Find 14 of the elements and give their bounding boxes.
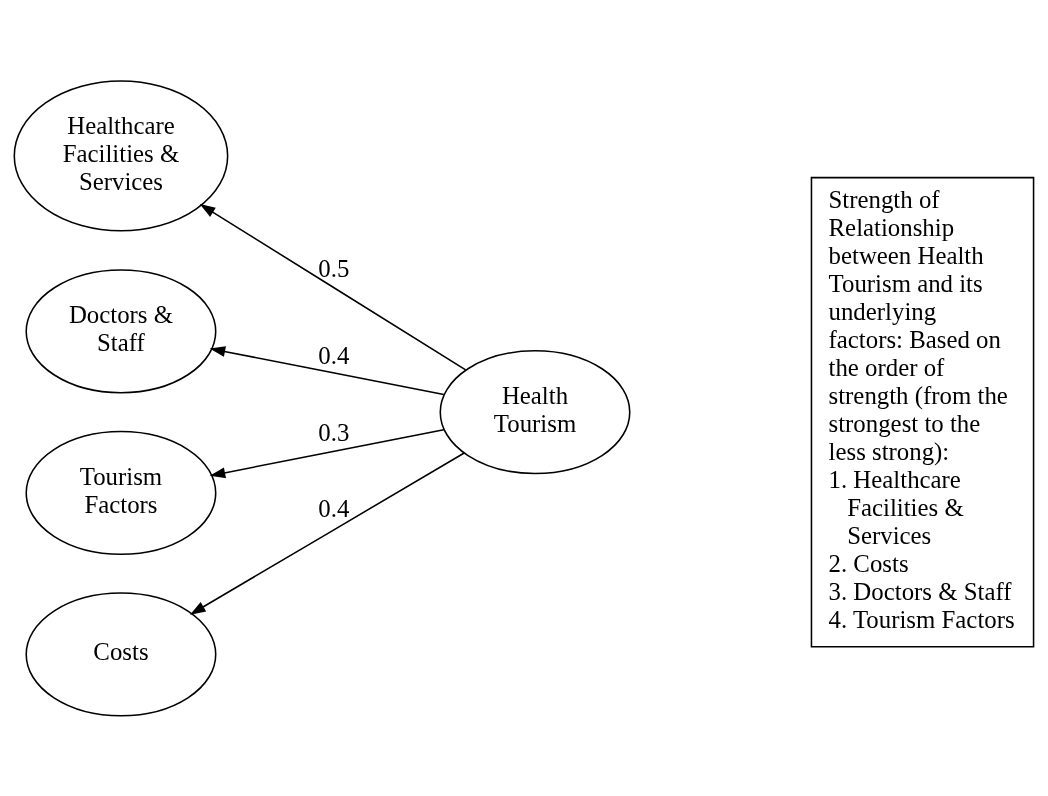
edge-label: 0.4 xyxy=(318,341,350,369)
node-ellipse: Costs xyxy=(25,591,217,717)
node-ellipse: Healthcare Facilities & Services xyxy=(13,79,229,231)
node-ellipse: Doctors & Staff xyxy=(25,268,217,393)
edge-label: 0.5 xyxy=(318,254,350,282)
arrow xyxy=(209,345,445,395)
arrow xyxy=(190,451,465,615)
arrow xyxy=(209,428,445,478)
arrow xyxy=(199,203,467,371)
node-ellipse: Health Tourism xyxy=(439,349,631,474)
node-ellipse: Tourism Factors xyxy=(25,430,217,555)
node-box: Strength of Relationship between Health Tourism and its underlying factors: Based on the order of strength (from the strongest to the less strong): 1. Healthcare Facilities & Services 2. Costs 3. Doctors & Staff 4. Tourism Factors xyxy=(810,176,1035,647)
edge-label: 0.3 xyxy=(318,418,350,446)
edge-label: 0.4 xyxy=(318,494,350,522)
